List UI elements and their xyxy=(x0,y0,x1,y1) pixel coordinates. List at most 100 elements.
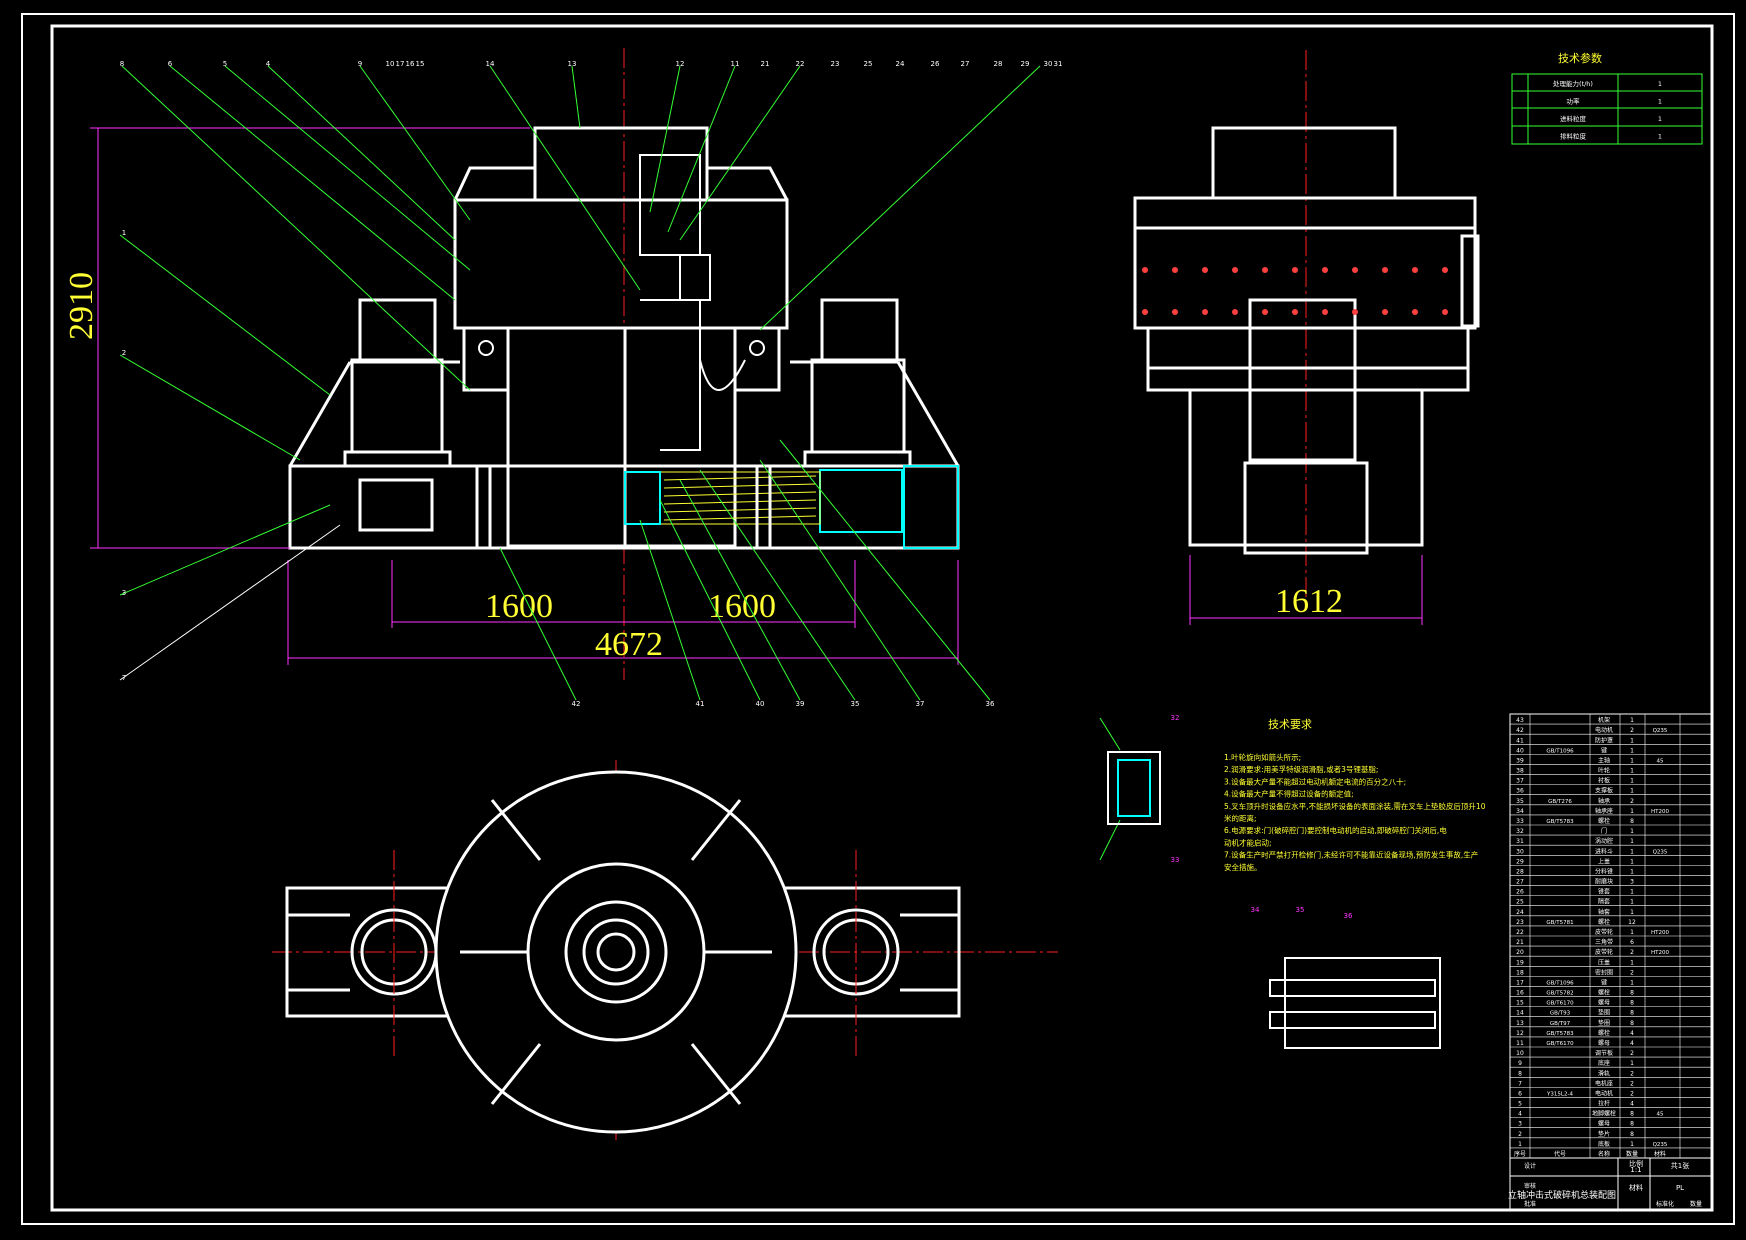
callout-detail-2: 34 xyxy=(1251,906,1260,914)
parts-name: 螺栓 xyxy=(1598,817,1610,825)
front-dimensions xyxy=(90,127,959,665)
parts-qty: 1 xyxy=(1630,899,1634,906)
callout-bottom-6: 36 xyxy=(986,700,995,708)
parts-qty: 1 xyxy=(1630,747,1634,754)
parts-std: GB/T5783 xyxy=(1546,819,1574,825)
parts-no: 36 xyxy=(1516,788,1524,795)
parts-qty: 8 xyxy=(1630,1131,1634,1138)
parts-qty: 8 xyxy=(1630,1121,1634,1128)
parts-name: 滑轨 xyxy=(1598,1069,1610,1077)
parts-name: 主轴 xyxy=(1598,756,1610,764)
parts-no: 30 xyxy=(1516,848,1524,855)
parts-name: 螺栓 xyxy=(1598,918,1610,926)
tech-param-label: 进料粒度 xyxy=(1560,114,1587,123)
parts-qty: 2 xyxy=(1630,798,1634,805)
parts-no: 2 xyxy=(1518,1131,1522,1138)
tech-req-line: 米的距离; xyxy=(1224,813,1257,823)
callout-detail-1: 33 xyxy=(1171,856,1180,864)
parts-no: 26 xyxy=(1516,889,1524,896)
callout-top-12: 11 xyxy=(731,60,740,68)
tech-requirements: 技术要求 1.叶轮旋向如箭头所示;2.润滑要求:用美孚特级润滑脂,或者3号锂基脂… xyxy=(1224,718,1486,872)
parts-name: 进料斗 xyxy=(1595,847,1613,855)
parts-std: GB/T1096 xyxy=(1546,980,1574,986)
parts-mat: Q235 xyxy=(1653,849,1668,855)
parts-name: 上盖 xyxy=(1598,857,1610,865)
tech-req-line: 动机才能启动; xyxy=(1224,837,1272,847)
parts-name: 螺栓 xyxy=(1598,989,1610,997)
callout-top-17: 24 xyxy=(896,60,905,68)
parts-qty: 1 xyxy=(1630,778,1634,785)
parts-name: 防护罩 xyxy=(1595,736,1613,744)
callout-left-0: 1 xyxy=(122,229,126,237)
parts-mat: HT200 xyxy=(1651,950,1669,956)
title-block xyxy=(1509,1157,1713,1211)
parts-no: 5 xyxy=(1518,1101,1522,1108)
dim-total-width: 4672 xyxy=(595,626,663,663)
parts-qty: 4 xyxy=(1630,1030,1634,1037)
callout-top-16: 25 xyxy=(864,60,873,68)
parts-qty: 2 xyxy=(1630,1080,1634,1087)
parts-qty: 1 xyxy=(1630,1141,1634,1148)
callout-top-1: 6 xyxy=(168,60,173,68)
parts-no: 32 xyxy=(1516,828,1524,835)
parts-qty: 1 xyxy=(1630,768,1634,775)
parts-qty: 1 xyxy=(1630,959,1634,966)
parts-name: 分料锥 xyxy=(1595,867,1613,875)
parts-no: 20 xyxy=(1516,949,1524,956)
parts-no: 9 xyxy=(1518,1060,1522,1067)
callout-top-5: 10 xyxy=(386,60,395,68)
parts-no: 10 xyxy=(1516,1050,1524,1057)
parts-no: 15 xyxy=(1516,1000,1524,1007)
parts-qty: 1 xyxy=(1630,858,1634,865)
callout-left-3: 7 xyxy=(122,674,126,682)
side-dimensions xyxy=(1189,555,1423,625)
tech-param-label: 功率 xyxy=(1567,97,1581,106)
parts-name: 三角带 xyxy=(1595,938,1613,946)
parts-no: 28 xyxy=(1516,868,1524,875)
parts-name: 轴承 xyxy=(1598,797,1610,805)
parts-no: 27 xyxy=(1516,879,1524,886)
parts-qty: 2 xyxy=(1630,1070,1634,1077)
callout-top-18: 26 xyxy=(931,60,940,68)
callout-bottom-4: 35 xyxy=(851,700,860,708)
tech-req-line: 安全措施。 xyxy=(1224,862,1262,872)
callout-top-2: 5 xyxy=(223,60,227,68)
parts-qty: 1 xyxy=(1630,848,1634,855)
parts-mat: 45 xyxy=(1657,1112,1664,1118)
dim-height-front: 2910 xyxy=(63,272,100,340)
title-block-ratio: 比例 xyxy=(1629,1159,1643,1168)
title-block-sheet: 共1张 xyxy=(1671,1161,1689,1170)
parts-qty: 1 xyxy=(1630,979,1634,986)
parts-qty: 8 xyxy=(1630,1111,1634,1118)
parts-name: 电动机 xyxy=(1595,1089,1613,1097)
parts-qty: 1 xyxy=(1630,838,1634,845)
callout-top-3: 4 xyxy=(266,60,271,68)
parts-no: 14 xyxy=(1516,1010,1524,1017)
callout-top-23: 31 xyxy=(1054,60,1063,68)
parts-qty: 1 xyxy=(1630,828,1634,835)
parts-name: 皮带轮 xyxy=(1595,928,1613,936)
parts-qty: 2 xyxy=(1630,949,1634,956)
parts-mat: HT200 xyxy=(1651,930,1669,936)
dim-side-width: 1612 xyxy=(1275,583,1343,620)
parts-no: 34 xyxy=(1516,808,1524,815)
tech-req-line: 4.设备最大产量不得超过设备的额定值; xyxy=(1224,789,1354,799)
parts-no: 19 xyxy=(1516,959,1524,966)
parts-name: 螺母 xyxy=(1598,999,1610,1007)
parts-no: 17 xyxy=(1516,979,1524,986)
parts-qty: 1 xyxy=(1630,757,1634,764)
title-block-qty: 数量 xyxy=(1690,1200,1702,1208)
parts-no: 43 xyxy=(1516,717,1524,724)
parts-no: 7 xyxy=(1518,1080,1522,1087)
callout-bottom-2: 40 xyxy=(756,700,765,708)
parts-name: 衬板 xyxy=(1598,777,1610,785)
parts-no: 41 xyxy=(1516,737,1524,744)
front-view xyxy=(288,48,960,680)
parts-name: 底板 xyxy=(1598,1140,1610,1148)
parts-qty: 8 xyxy=(1630,1000,1634,1007)
callout-top-20: 28 xyxy=(994,60,1003,68)
parts-std: GB/T6170 xyxy=(1546,1041,1574,1047)
